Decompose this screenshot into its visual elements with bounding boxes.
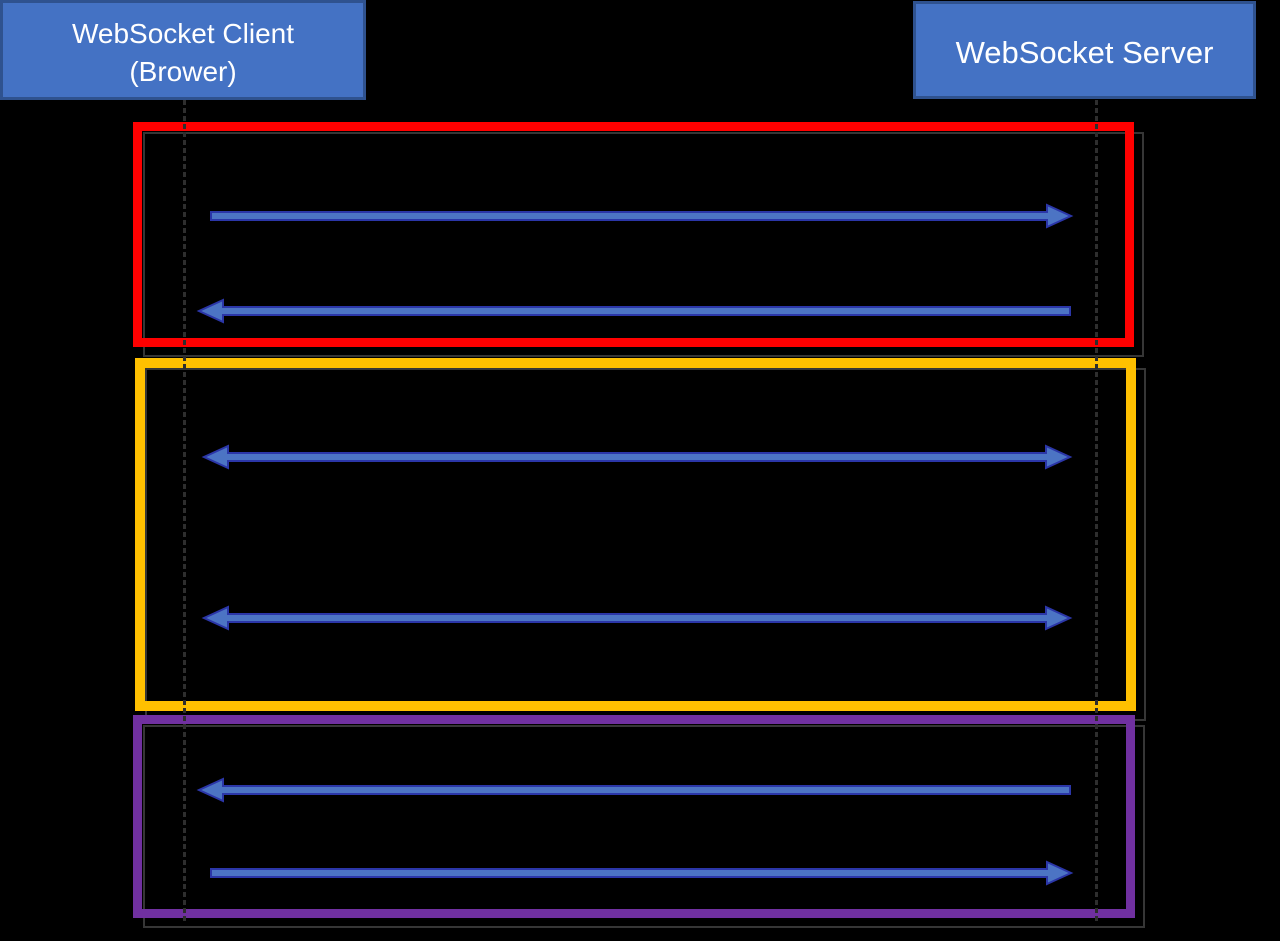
purple-section-shadow xyxy=(143,725,1145,928)
arrow-client-to-server-red-section-1 xyxy=(210,203,1074,229)
arrow-server-to-client-purple-section-1 xyxy=(196,777,1071,803)
client-box-label-line-1: WebSocket Client xyxy=(72,18,294,49)
red-section-shadow xyxy=(143,132,1144,357)
arrow-client-to-server-purple-section-2 xyxy=(210,860,1074,886)
server-box xyxy=(913,1,1256,99)
arrow-server-to-client-red-section-2 xyxy=(196,298,1071,324)
server-box-label-line-1: WebSocket Server xyxy=(956,35,1214,70)
red-section-border xyxy=(133,122,1134,347)
arrow-bidirectional-yellow-section-2 xyxy=(201,605,1073,631)
client-box-label-line-2: (Brower) xyxy=(129,56,236,87)
yellow-section-border xyxy=(135,358,1136,711)
client-box xyxy=(0,0,366,100)
purple-section-border xyxy=(133,715,1135,918)
arrow-bidirectional-yellow-section-1 xyxy=(201,444,1073,470)
